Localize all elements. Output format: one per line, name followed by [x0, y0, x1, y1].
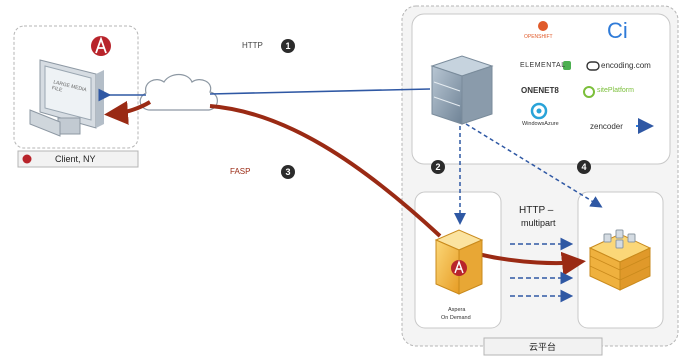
http-label: HTTP [242, 41, 263, 50]
step-4-badge: 4 [577, 160, 591, 174]
client-computer [29, 59, 104, 137]
client-panel [13, 25, 139, 168]
http-multipart-label-line1: HTTP – [519, 205, 554, 216]
step-1-badge: 1 [281, 39, 295, 53]
multipart-arrows [510, 237, 574, 303]
siteplatform-logo: sitePlatform [597, 87, 634, 94]
openshift-logo-icon [538, 21, 548, 31]
fasp-arrow-to-client [104, 100, 152, 125]
ci-logo: Ci [607, 18, 628, 43]
windows-azure-logo: WindowsAzure [522, 121, 559, 127]
aspera-on-demand-server-icon [434, 229, 484, 295]
http-line-server [209, 88, 431, 95]
encoding-logo-icon [586, 61, 600, 71]
aspera-logo-icon [91, 36, 111, 56]
internet-cloud-icon [139, 73, 218, 111]
aspera-server-label-line1: Aspera [448, 307, 466, 313]
cloud-platform-label-box [483, 337, 603, 356]
windows-azure-logo-icon [530, 102, 548, 120]
server-to-storage-arrow [465, 123, 603, 208]
fasp-arrow-to-storage [477, 251, 586, 276]
client-label: Client, NY [55, 154, 96, 164]
aspera-server-label-line2: On Demand [441, 315, 471, 321]
siteplatform-logo-icon [583, 86, 595, 98]
openshift-logo: OPENSHIFT [524, 34, 553, 40]
cloud-storage-icon [588, 229, 652, 291]
encoding-logo: encoding.com [601, 61, 651, 70]
step-2-badge: 2 [431, 160, 445, 174]
step-3-badge: 3 [281, 165, 295, 179]
elemental-logo-icon [563, 61, 571, 70]
onenet8-logo: ONENET8 [521, 86, 559, 95]
elemental-logo: ELEMENTAL [520, 62, 566, 69]
http-multipart-label-line2: multipart [521, 218, 556, 228]
fasp-label: FASP [230, 167, 251, 176]
fasp-arrow-to-aspera [209, 104, 442, 238]
zencoder-logo: zencoder [590, 122, 623, 131]
cloud-platform-label: 云平台 [529, 342, 557, 352]
web-server-icon [430, 55, 494, 125]
